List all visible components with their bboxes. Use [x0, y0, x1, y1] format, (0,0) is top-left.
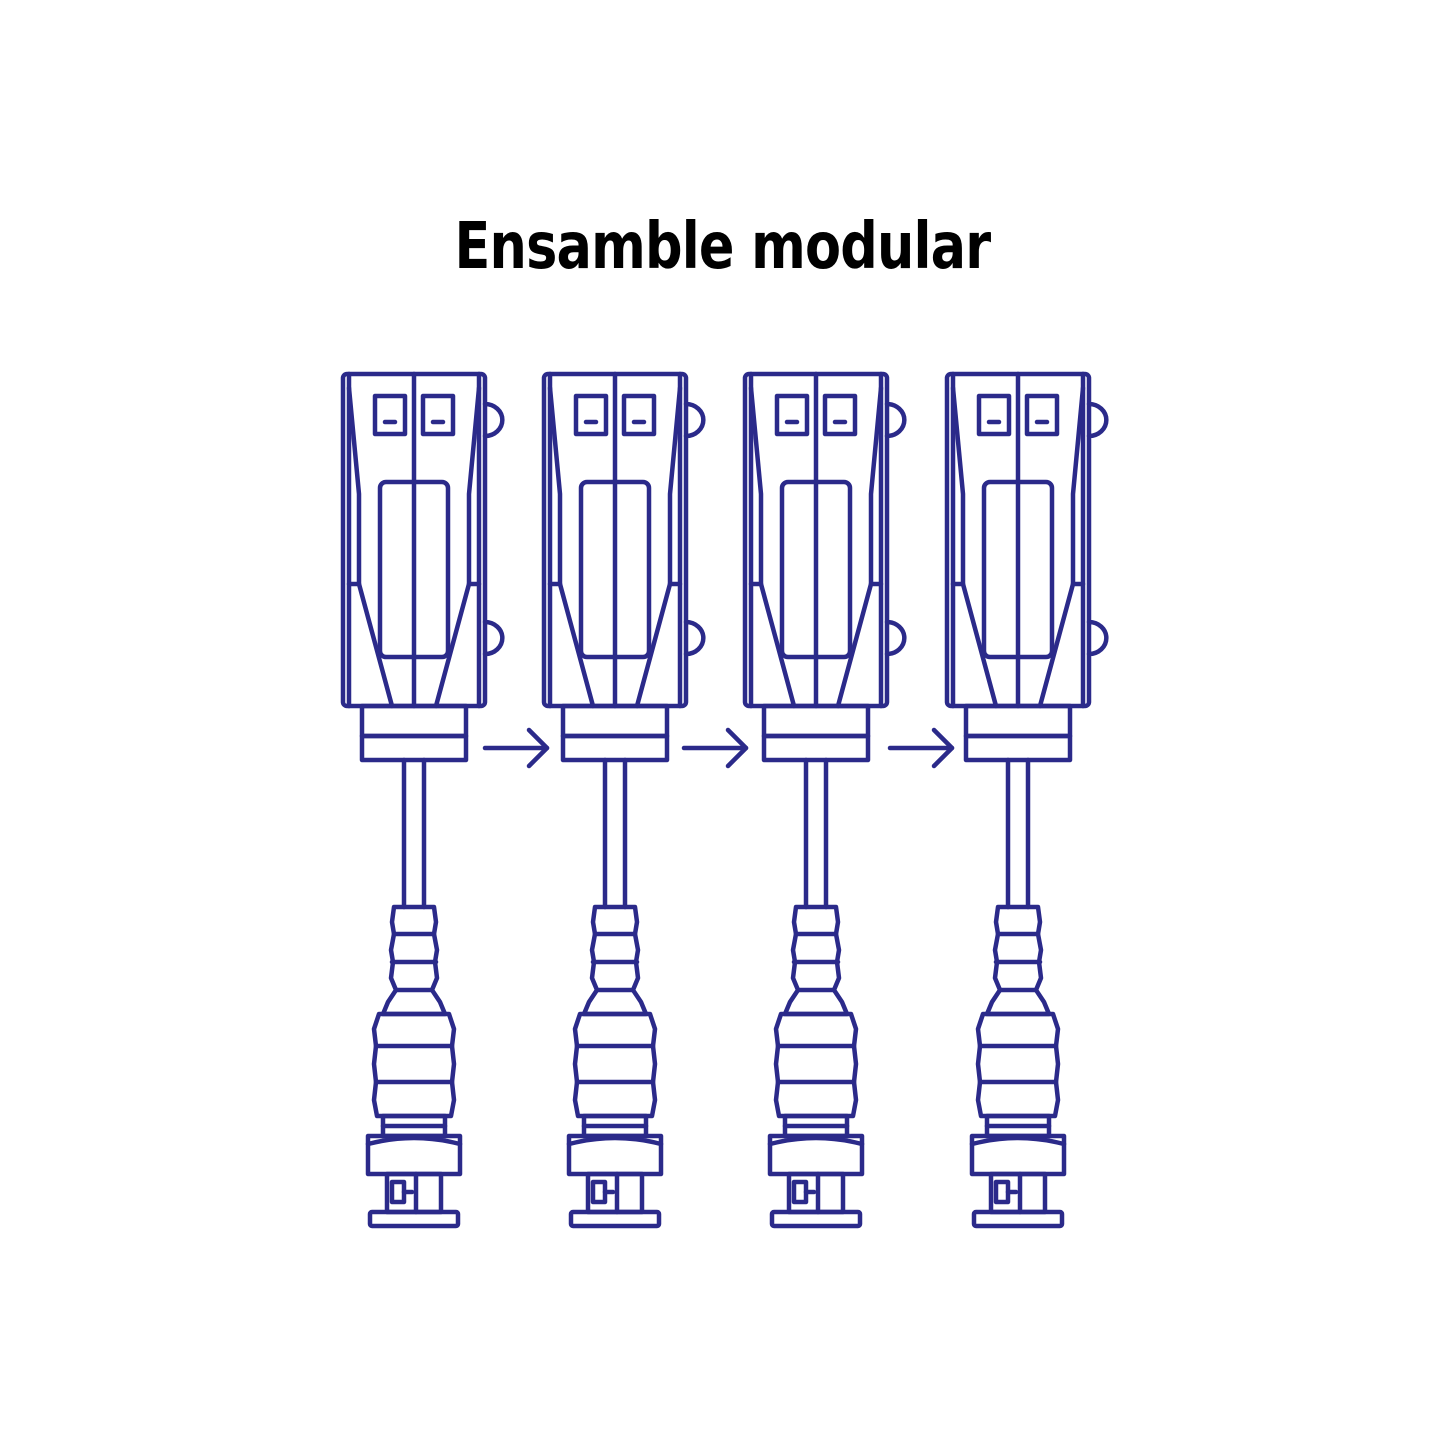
arrow-icon [890, 730, 952, 766]
balun-module-3 [745, 374, 904, 1226]
arrow-icon [485, 730, 547, 766]
balun-module-2 [544, 374, 703, 1226]
arrow-icon [684, 730, 746, 766]
diagram-title: Ensamble modular [454, 210, 992, 284]
balun-module-4 [947, 374, 1106, 1226]
balun-module-1 [343, 374, 502, 1226]
